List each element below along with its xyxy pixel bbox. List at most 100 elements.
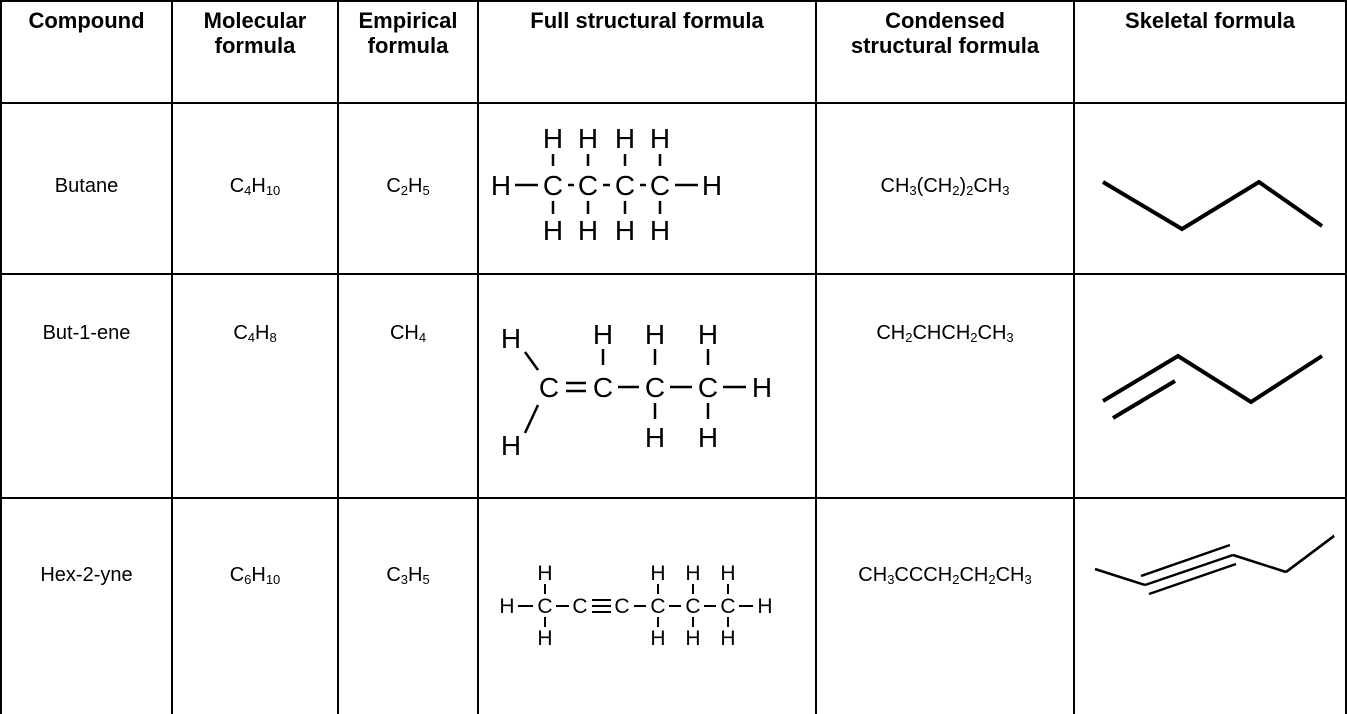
- condensed-formula: CH3CCCH2CH2CH3: [817, 564, 1073, 587]
- formula-symbol: H: [251, 175, 266, 197]
- compound-name-text: Butane: [54, 175, 119, 197]
- atom-c: C: [578, 170, 598, 201]
- col-divider-4: [815, 0, 817, 714]
- triple-bond-line: [1140, 543, 1231, 578]
- formula-symbol: H: [255, 322, 270, 344]
- col-divider-5: [1073, 0, 1075, 714]
- atom-c: C: [698, 372, 718, 403]
- atom-h: H: [543, 123, 563, 154]
- formula-symbol: CCCH: [894, 564, 953, 586]
- atom-h: H: [650, 562, 665, 585]
- compound-name-text: But-1-ene: [42, 322, 131, 344]
- formula-subscript: 5: [422, 572, 430, 587]
- atom-h: H: [685, 627, 700, 650]
- col-divider-2: [337, 0, 339, 714]
- formula-subscript: 8: [269, 330, 277, 345]
- formula-subscript: 10: [265, 183, 281, 198]
- atom-h: H: [543, 215, 563, 246]
- atom-c: C: [593, 372, 613, 403]
- header-skeletal-text: Skeletal formula: [1125, 8, 1295, 33]
- atom-c: C: [685, 595, 700, 618]
- atom-c: C: [650, 595, 665, 618]
- formula-subscript: 2: [970, 330, 978, 345]
- header-condensed-structural: Condensed structural formula: [817, 8, 1073, 58]
- bond-single: [523, 404, 540, 434]
- formula-symbol: CH: [880, 175, 910, 197]
- formula-subscript: 4: [244, 183, 252, 198]
- header-empirical-line2: formula: [367, 33, 449, 58]
- table-right-border: [1345, 0, 1347, 714]
- skeletal-formula-butane: [1101, 179, 1324, 232]
- formula-subscript: 2: [966, 183, 974, 198]
- triple-bond-line: [1144, 553, 1234, 587]
- formula-symbol: ): [959, 175, 967, 197]
- atom-h: H: [685, 562, 700, 585]
- formula-symbol: C: [386, 564, 401, 586]
- header-condensed-line2: structural formula: [850, 33, 1040, 58]
- formula-subscript: 3: [1006, 330, 1014, 345]
- atom-h: H: [501, 323, 521, 354]
- formula-symbol: CH: [959, 564, 989, 586]
- formula-symbol: H: [408, 175, 423, 197]
- formula-subscript: 3: [1024, 572, 1032, 587]
- compound-name: Hex-2-yne: [2, 564, 171, 587]
- formula-subscript: 4: [247, 330, 255, 345]
- header-full-text: Full structural formula: [530, 8, 764, 33]
- formula-subscript: 3: [400, 572, 408, 587]
- atom-c: C: [543, 170, 563, 201]
- atom-h: H: [499, 595, 514, 618]
- atom-h: H: [698, 319, 718, 350]
- molecular-formula: C4H8: [173, 322, 337, 345]
- atom-c: C: [537, 595, 552, 618]
- compound-name: Butane: [2, 175, 171, 198]
- carbon-chain: [1101, 353, 1324, 405]
- atom-h: H: [578, 215, 598, 246]
- atom-h: H: [698, 422, 718, 453]
- atom-h: H: [645, 422, 665, 453]
- formula-symbol: H: [251, 564, 266, 586]
- empirical-formula: C2H5: [339, 175, 477, 198]
- header-condensed-line1: Condensed: [885, 8, 1005, 33]
- header-empirical-line1: Empirical: [358, 8, 458, 33]
- formula-subscript: 3: [909, 183, 917, 198]
- header-skeletal: Skeletal formula: [1075, 8, 1345, 33]
- atom-c: C: [614, 595, 629, 618]
- col-divider-1: [171, 0, 173, 714]
- atom-h: H: [720, 562, 735, 585]
- atom-h: H: [720, 627, 735, 650]
- atom-h: H: [650, 123, 670, 154]
- atom-c: C: [539, 372, 559, 403]
- header-molecular-formula: Molecular formula: [173, 8, 337, 58]
- double-bond-line: [1111, 379, 1177, 420]
- atom-h: H: [645, 319, 665, 350]
- skeletal-formula-hexyne: [1094, 534, 1335, 596]
- atom-h: H: [491, 170, 511, 201]
- formula-symbol: H: [408, 564, 423, 586]
- header-empirical-formula: Empirical formula: [339, 8, 477, 58]
- skeletal-formula-butene: [1101, 353, 1324, 420]
- carbon-chain: [1285, 535, 1335, 573]
- formula-subscript: 2: [988, 572, 996, 587]
- atom-h: H: [537, 627, 552, 650]
- full-structural-formula-butane: H H H H H C C C C H H H H H: [491, 123, 722, 246]
- formula-symbol: CH: [995, 564, 1025, 586]
- compound-name: But-1-ene: [2, 322, 171, 345]
- formula-symbol: CH: [973, 175, 1003, 197]
- formula-symbol: (CH: [916, 175, 953, 197]
- atom-h: H: [501, 430, 521, 461]
- condensed-formula: CH2CHCH2CH3: [817, 322, 1073, 345]
- formula-subscript: 2: [952, 183, 960, 198]
- table-left-border: [0, 0, 2, 714]
- atom-h: H: [650, 627, 665, 650]
- compound-name-text: Hex-2-yne: [40, 564, 133, 586]
- formula-symbol: C: [229, 175, 245, 197]
- bond-single: [523, 351, 540, 371]
- molecular-formula: C6H10: [173, 564, 337, 587]
- formula-symbol: CH: [977, 322, 1007, 344]
- row-butane-border: [0, 273, 1347, 275]
- formula-subscript: 2: [952, 572, 960, 587]
- carbon-chain: [1232, 553, 1287, 574]
- formula-subscript: 2: [400, 183, 408, 198]
- molecular-formula: C4H10: [173, 175, 337, 198]
